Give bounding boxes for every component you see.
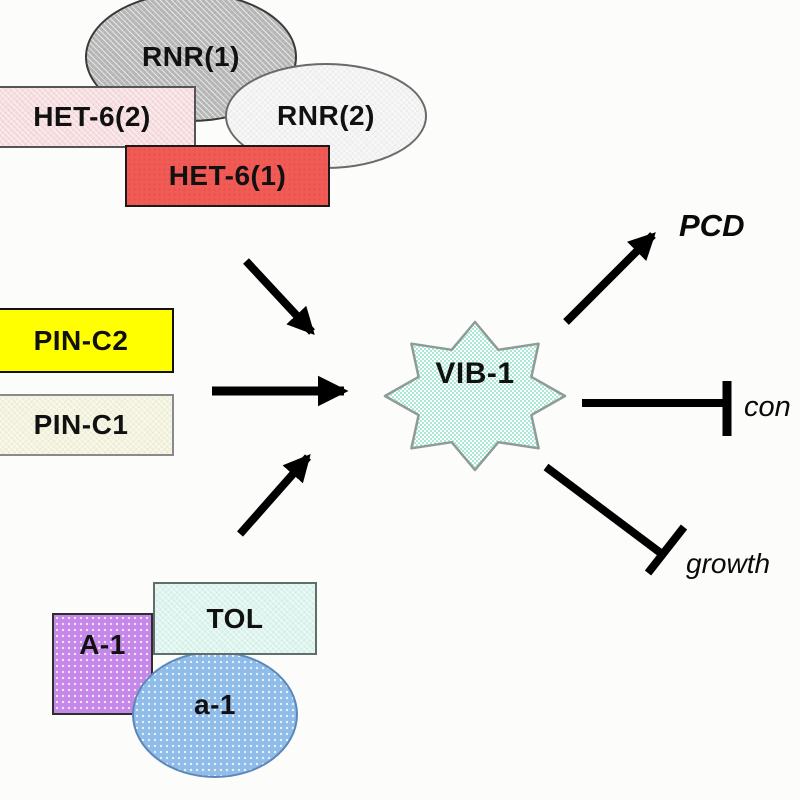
- node-het6-1: HET-6(1): [125, 145, 330, 207]
- node-A-1-label: A-1: [79, 629, 126, 660]
- output-con-label: con: [744, 391, 791, 423]
- node-rnr2-label: RNR(2): [277, 100, 375, 131]
- node-tol-label: TOL: [206, 602, 264, 634]
- node-pin-c1-label: PIN-C1: [33, 409, 129, 440]
- node-a-1-label: a-1: [194, 688, 236, 720]
- node-a-1: a-1: [132, 651, 298, 778]
- node-het6-2: HET-6(2): [0, 86, 196, 148]
- vib1-star-shape: [383, 320, 567, 472]
- node-pin-c2: PIN-C2: [0, 308, 174, 373]
- node-pin-c1: PIN-C1: [0, 394, 174, 456]
- output-pcd-label: PCD: [679, 208, 745, 243]
- node-tol: TOL: [153, 582, 317, 655]
- node-vib1-label: VIB-1: [435, 357, 515, 390]
- node-het6-2-label: HET-6(2): [33, 101, 151, 132]
- node-pin-c2-label: PIN-C2: [33, 324, 129, 356]
- output-growth-label: growth: [686, 548, 771, 579]
- node-rnr1-label: RNR(1): [142, 41, 240, 72]
- node-het6-1-label: HET-6(1): [168, 160, 287, 191]
- node-vib1: VIB-1: [425, 356, 525, 392]
